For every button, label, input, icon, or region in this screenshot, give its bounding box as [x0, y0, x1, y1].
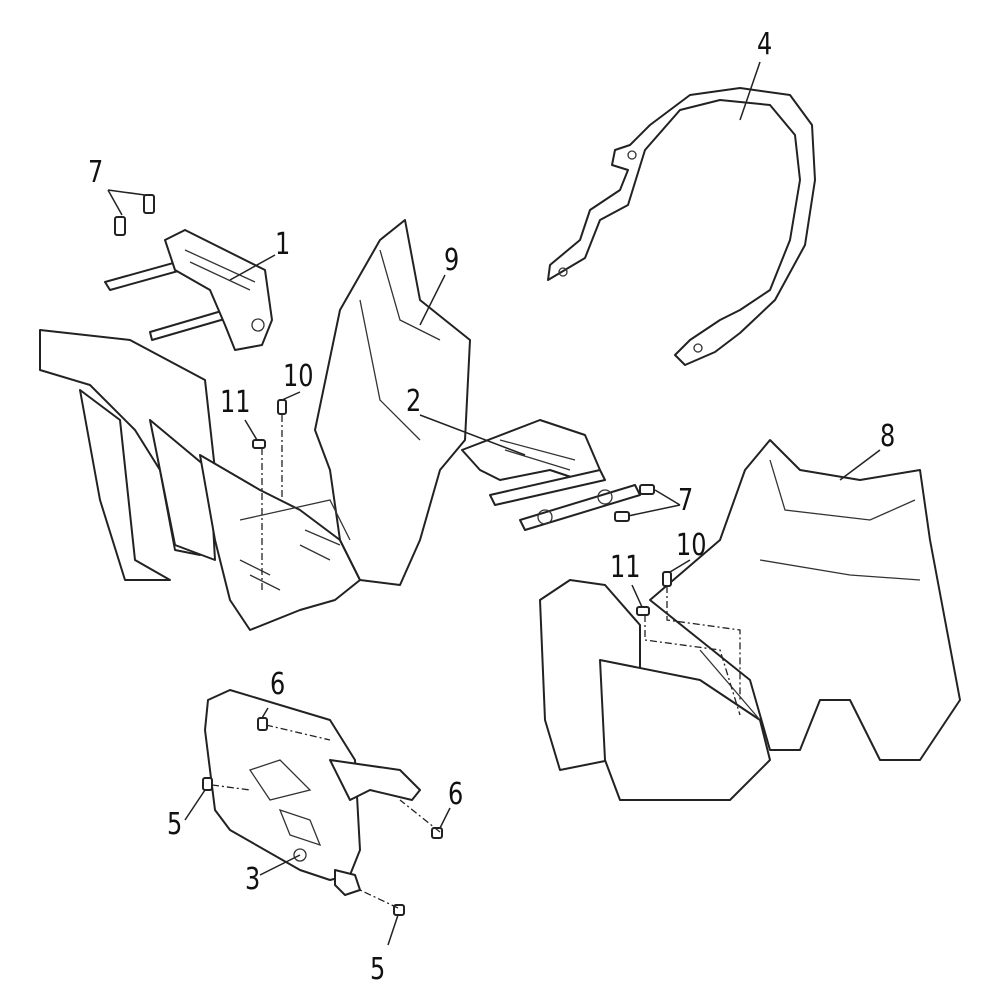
callout-8: 8: [880, 419, 896, 454]
callout-2: 2: [406, 384, 422, 419]
bolt-7d: [614, 511, 630, 522]
bolt-7b: [143, 194, 155, 214]
leader-lines: [107, 61, 881, 946]
screw-11b: [636, 606, 650, 616]
callout-11-right: 11: [610, 550, 641, 585]
bolt-10b: [662, 571, 672, 587]
bolt-7a: [114, 216, 126, 236]
bolt-6b: [431, 827, 443, 839]
part-9-left-fender: [39, 219, 471, 631]
screw-11a: [252, 439, 266, 449]
callout-11-left: 11: [220, 385, 251, 420]
callout-1: 1: [275, 227, 291, 262]
callout-10-right: 10: [676, 528, 707, 563]
part-2-footrest: [461, 419, 641, 531]
callout-4: 4: [757, 27, 773, 62]
callout-10-left: 10: [283, 359, 314, 394]
callout-7-right: 7: [678, 483, 694, 518]
callout-7-left: 7: [88, 155, 104, 190]
bolt-7c: [639, 484, 655, 495]
part-3-guard: [204, 689, 421, 896]
bolt-5a: [202, 777, 213, 791]
callout-6-right: 6: [448, 777, 464, 812]
callout-3: 3: [245, 862, 261, 897]
part-8-right-fender: [539, 439, 961, 801]
callout-5-left: 5: [167, 807, 183, 842]
callout-5-bottom: 5: [370, 952, 386, 987]
part-1-footrest: [104, 229, 273, 351]
fasteners: [114, 194, 672, 916]
bolt-10a: [277, 399, 287, 415]
callout-9: 9: [444, 243, 460, 278]
part-4-grab-bar: [547, 87, 816, 366]
callout-6-top: 6: [270, 667, 286, 702]
bolt-6a: [257, 717, 268, 731]
